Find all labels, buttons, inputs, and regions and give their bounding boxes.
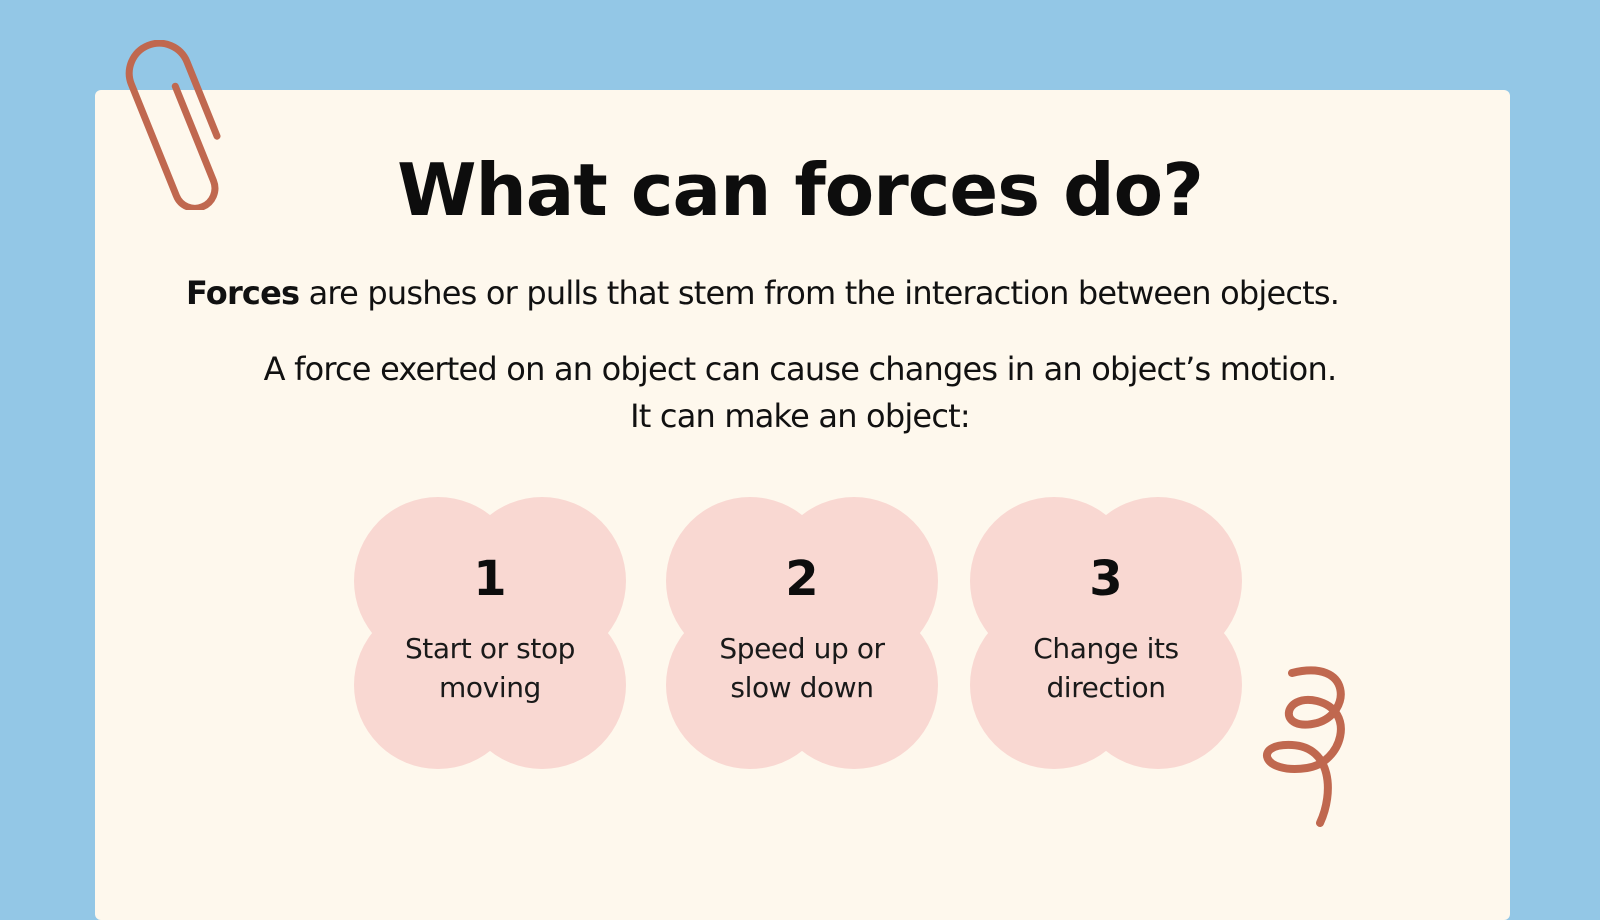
effects-list: 1 Start or stop moving 2 Speed up or slo…: [354, 497, 1242, 769]
effect-line-2: direction: [1046, 671, 1166, 704]
effect-card-1: 1 Start or stop moving: [354, 497, 626, 769]
slide-card: [95, 90, 1510, 920]
forces-definition-text: are pushes or pulls that stem from the i…: [299, 274, 1340, 312]
forces-definition: Forces are pushes or pulls that stem fro…: [186, 274, 1516, 312]
effect-line-2: slow down: [730, 671, 874, 704]
effect-number: 3: [1089, 551, 1123, 607]
effect-line-1: Change its: [1033, 632, 1179, 665]
blob-shape: [666, 497, 938, 769]
blob-shape: [354, 497, 626, 769]
motion-explanation: A force exerted on an object can cause c…: [160, 346, 1440, 440]
effect-line-2: moving: [439, 671, 541, 704]
effect-number: 2: [785, 551, 819, 607]
paperclip-icon: [125, 40, 221, 210]
forces-term: Forces: [186, 274, 300, 312]
effect-line-1: Speed up or: [719, 632, 885, 665]
squiggle-icon: [1263, 666, 1345, 827]
explanation-line-2: It can make an object:: [630, 397, 971, 435]
effect-card-3: 3 Change its direction: [970, 497, 1242, 769]
explanation-line-1: A force exerted on an object can cause c…: [263, 350, 1337, 388]
effect-number: 1: [473, 551, 507, 607]
effect-line-1: Start or stop: [404, 632, 576, 665]
effect-description: Change its direction: [986, 629, 1226, 707]
blob-shape: [970, 497, 1242, 769]
page-title: What can forces do?: [397, 148, 1204, 232]
effect-card-2: 2 Speed up or slow down: [666, 497, 938, 769]
effect-description: Start or stop moving: [370, 629, 610, 707]
effect-description: Speed up or slow down: [682, 629, 922, 707]
